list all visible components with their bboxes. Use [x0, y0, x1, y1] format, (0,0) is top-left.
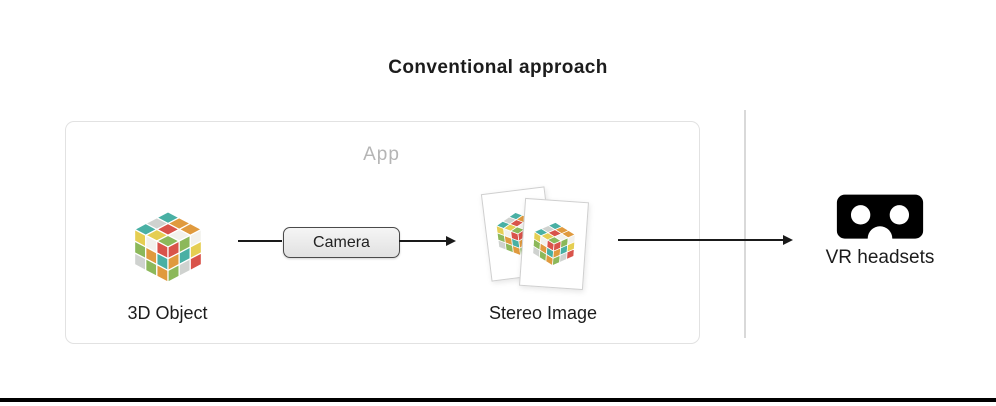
divider-line [744, 110, 746, 338]
vr-node-label: VR headsets [825, 247, 935, 268]
rubiks-cube-icon [532, 222, 576, 266]
stereo-node-label: Stereo Image [488, 303, 598, 323]
vr-headset-icon [836, 194, 924, 242]
bottom-border-line [0, 398, 996, 402]
arrow-line-object-to-camera [238, 240, 282, 242]
app-box-label: App [363, 144, 400, 165]
camera-node: Camera [283, 227, 400, 258]
arrow-head-icon [446, 236, 456, 246]
camera-node-label: Camera [313, 233, 370, 251]
arrow-line-camera-to-stereo [399, 240, 447, 242]
arrow-head-icon [783, 235, 793, 245]
diagram-title: Conventional approach [388, 57, 608, 78]
stereo-card-front [519, 197, 589, 291]
object-node-label: 3D Object [127, 303, 208, 323]
rubiks-cube-icon [133, 211, 203, 283]
arrow-line-stereo-to-vr [618, 239, 784, 241]
stereo-cards-icon [478, 186, 618, 298]
